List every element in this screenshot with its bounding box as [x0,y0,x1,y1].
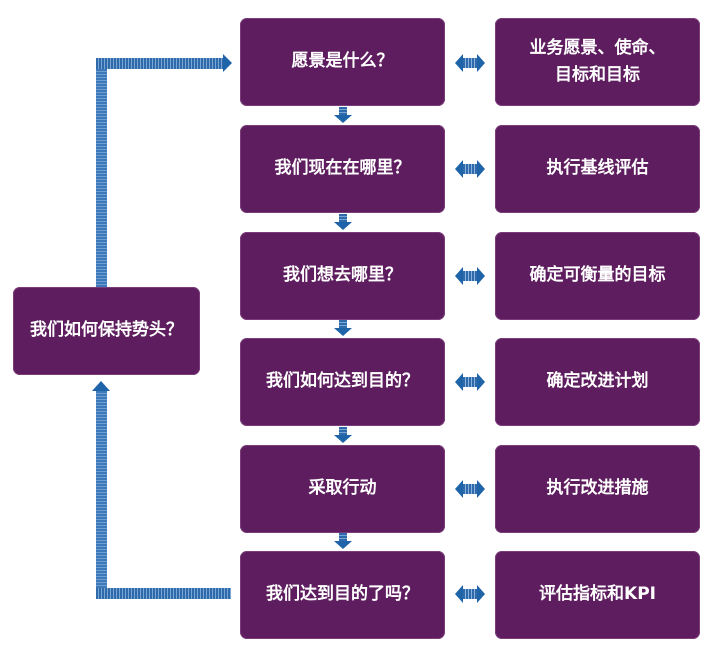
arrow-right-icon [223,54,232,72]
loop-box-label: 我们如何保持势头？ [30,320,183,341]
step-action-label: 确定可衡量的目标 [529,265,666,286]
arrow-down-icon [334,427,352,443]
double-arrow-icon [455,480,485,498]
arrow-up-icon [92,381,110,391]
step-question-box: 我们想去哪里？ [240,232,445,320]
step-question-label: 愿景是什么？ [291,51,394,72]
step-question-box: 我们达到目的了吗？ [240,551,445,639]
double-arrow-icon [455,160,485,178]
double-arrow-icon [455,54,485,72]
step-action-box: 业务愿景、使命、目标和目标 [495,18,700,106]
step-question-label: 我们想去哪里？ [283,265,402,286]
arrow-down-icon [334,320,352,336]
loop-box: 我们如何保持势头？ [13,287,200,375]
step-question-label: 我们如何达到目的？ [266,371,419,392]
step-question-box: 我们现在在哪里？ [240,125,445,213]
step-action-label: 评估指标和KPI [539,584,656,605]
double-arrow-icon [455,585,485,603]
loop-connector-bottom [96,588,231,599]
step-action-label: 执行基线评估 [546,158,649,179]
step-action-box: 执行改进措施 [495,445,700,533]
loop-connector-lower [96,391,107,599]
step-action-box: 确定改进计划 [495,338,700,426]
loop-connector-upper [96,60,107,287]
double-arrow-icon [455,267,485,285]
arrow-down-icon [334,214,352,230]
step-action-label: 业务愿景、使命、目标和目标 [529,37,666,85]
step-question-label: 我们达到目的了吗？ [266,584,419,605]
arrow-down-icon [334,533,352,549]
loop-connector-top [96,58,223,69]
step-action-box: 确定可衡量的目标 [495,232,700,320]
step-action-box: 评估指标和KPI [495,551,700,639]
step-question-box: 我们如何达到目的？ [240,338,445,426]
step-action-box: 执行基线评估 [495,125,700,213]
step-question-box: 采取行动 [240,445,445,533]
step-question-label: 采取行动 [308,478,377,499]
arrow-down-icon [334,107,352,123]
step-action-label: 执行改进措施 [546,478,649,499]
step-action-label: 确定改进计划 [546,371,649,392]
step-question-label: 我们现在在哪里？ [274,158,411,179]
step-question-box: 愿景是什么？ [240,18,445,106]
double-arrow-icon [455,373,485,391]
